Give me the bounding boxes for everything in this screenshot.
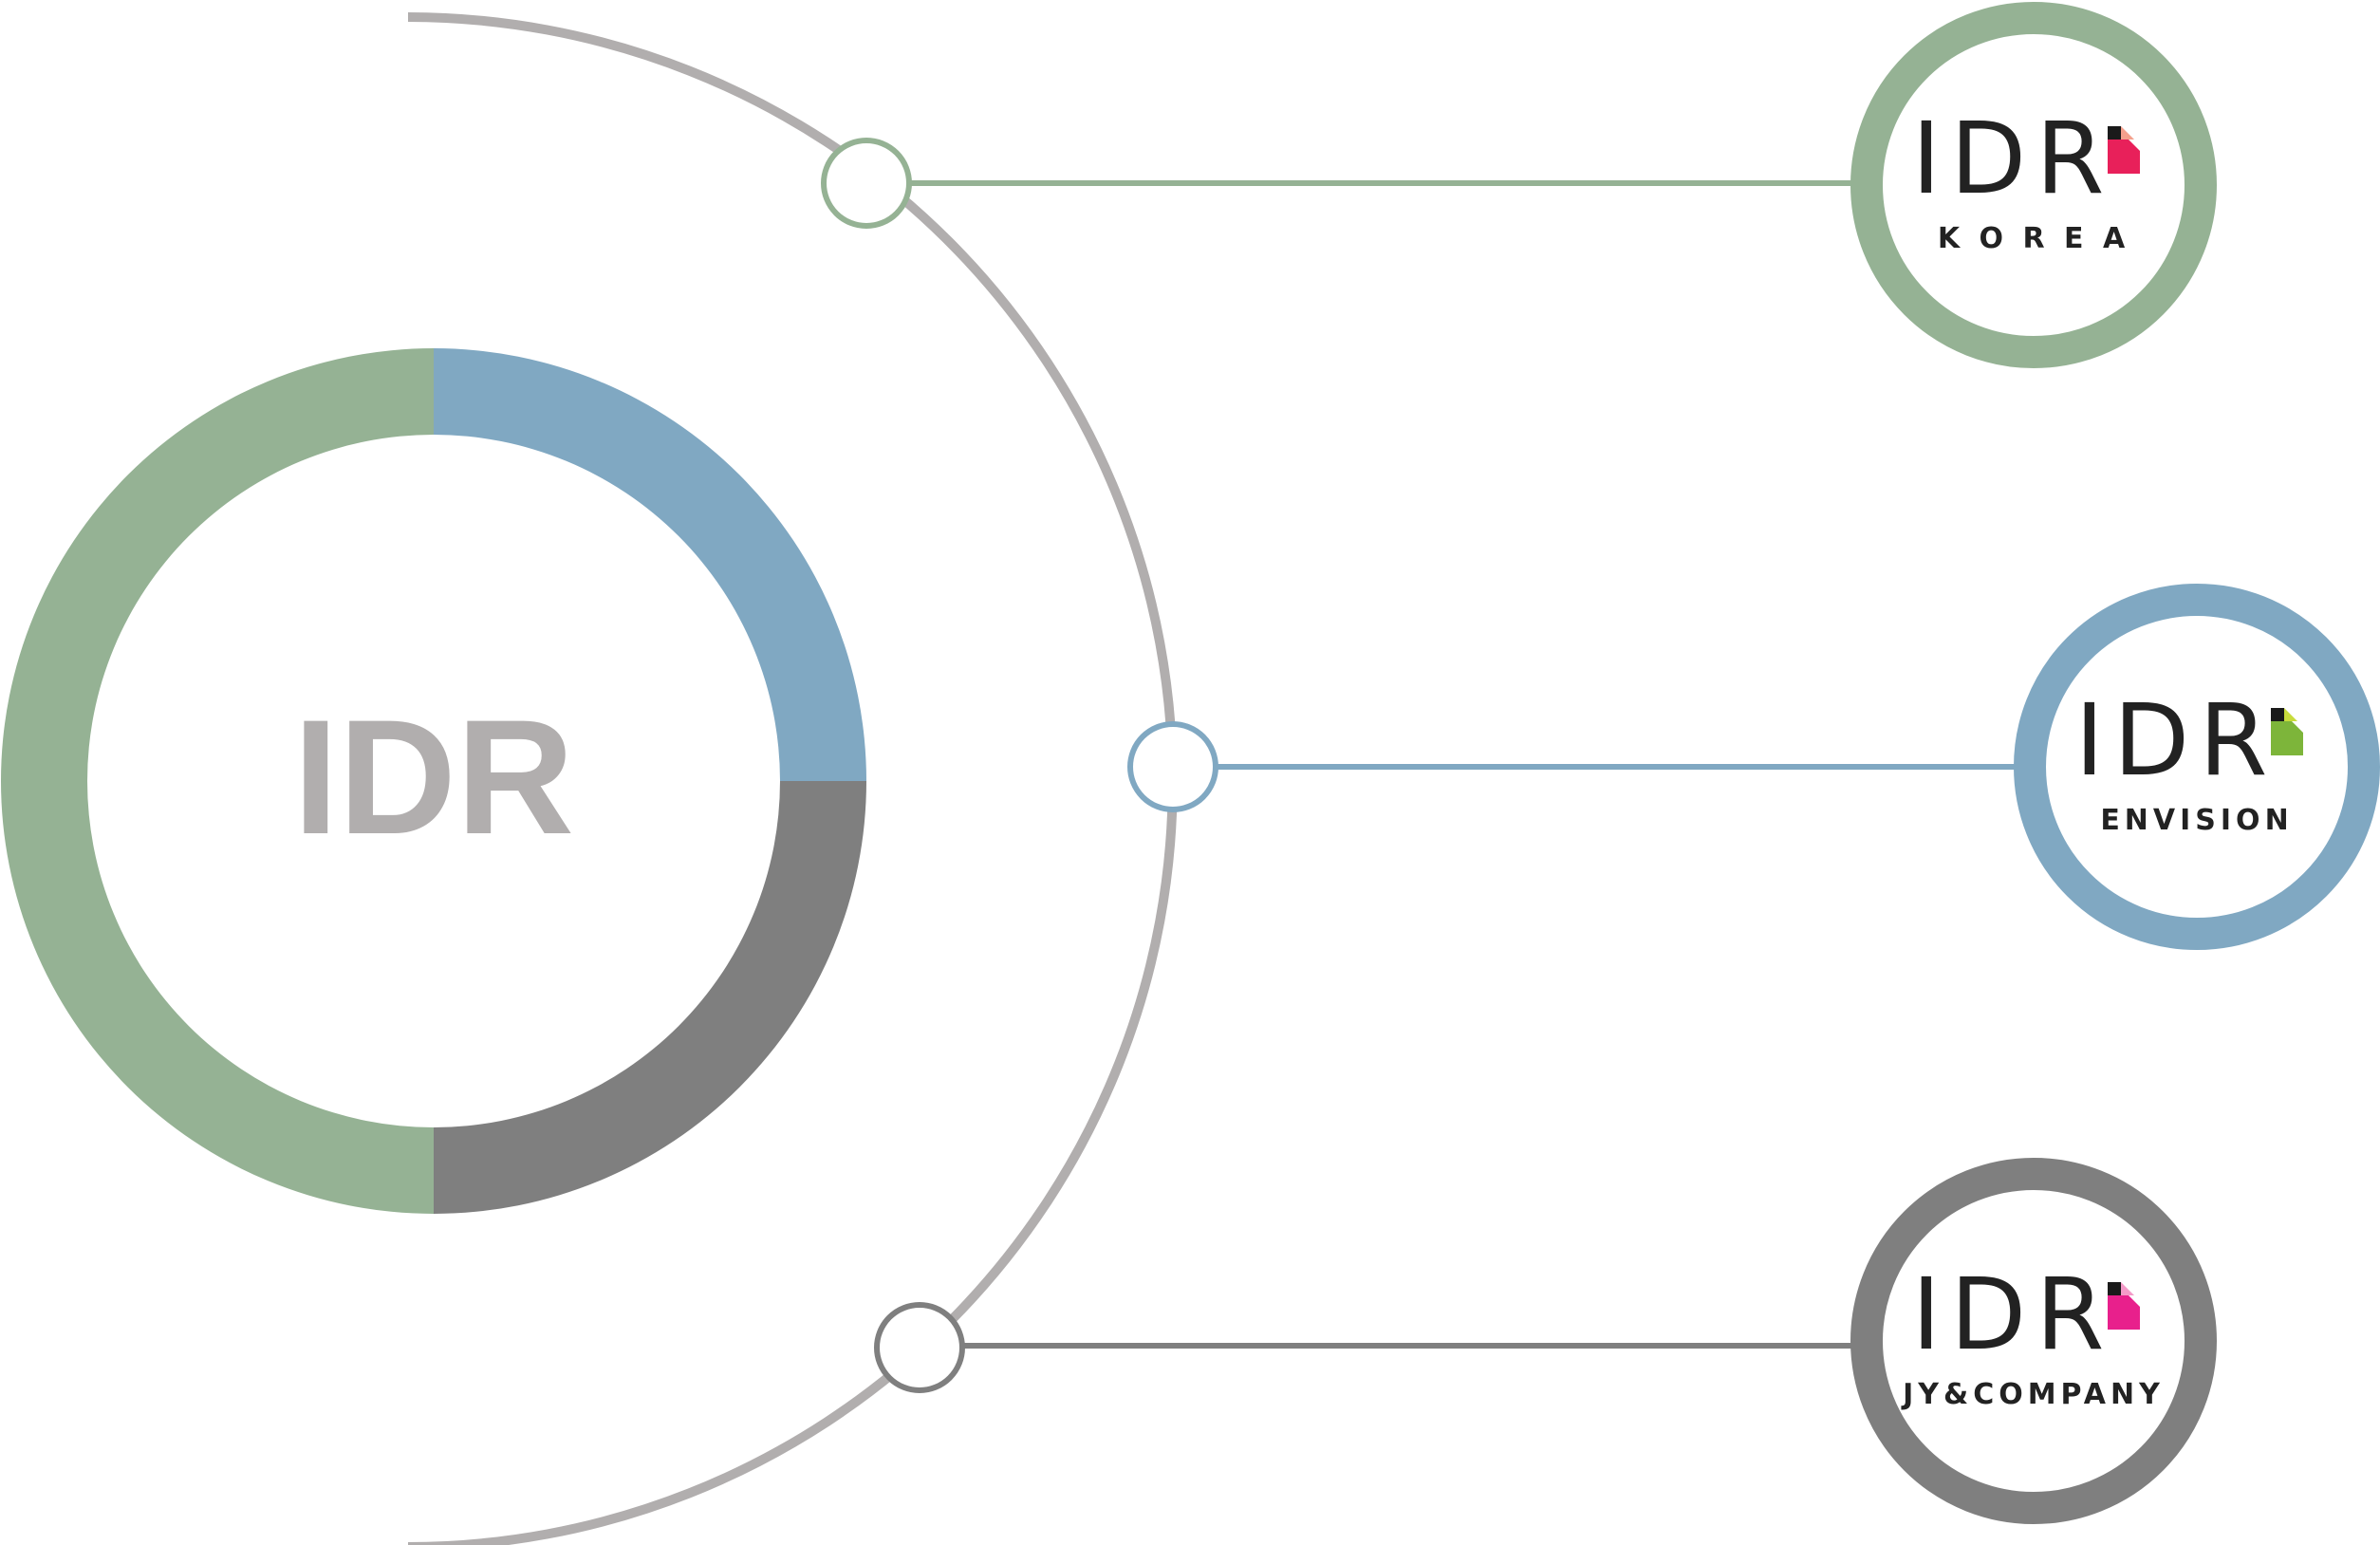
- logo-main-jy: IDR: [1911, 1256, 2113, 1372]
- center-title: IDR: [293, 686, 574, 868]
- arc-node-korea: [821, 138, 912, 229]
- center-donut: [1, 348, 866, 1214]
- green-shield-icon: [2271, 708, 2303, 755]
- arc-node-envision: [1127, 721, 1218, 812]
- logo-sub-jy: JY&COMPANY: [1901, 1378, 2165, 1411]
- magenta-diamond-icon: [2108, 1282, 2140, 1330]
- pink-tag-icon: [2108, 126, 2140, 174]
- donut-segment-blue: [434, 348, 866, 781]
- logo-badge-jy: [1850, 1158, 2217, 1524]
- donut-segment-gray: [434, 781, 866, 1214]
- branch-jy: IDR JY&COMPANY: [874, 1158, 2217, 1524]
- branch-envision: IDR ENVISION: [1127, 584, 2380, 950]
- logo-sub-envision: ENVISION: [2100, 804, 2293, 837]
- logo-badge-envision: [2014, 584, 2380, 950]
- branch-korea: IDR K O R E A: [821, 2, 2217, 368]
- logo-main-korea: IDR: [1911, 101, 2113, 216]
- donut-segment-green: [1, 348, 434, 1214]
- logo-sub-korea: K O R E A: [1938, 222, 2129, 255]
- logo-main-envision: IDR: [2074, 682, 2277, 798]
- logo-badge-korea: [1850, 2, 2217, 368]
- arc-node-jy: [874, 1302, 965, 1393]
- branch-group: IDR K O R E A IDR ENVISION IDR JY&COMPANY: [821, 2, 2380, 1524]
